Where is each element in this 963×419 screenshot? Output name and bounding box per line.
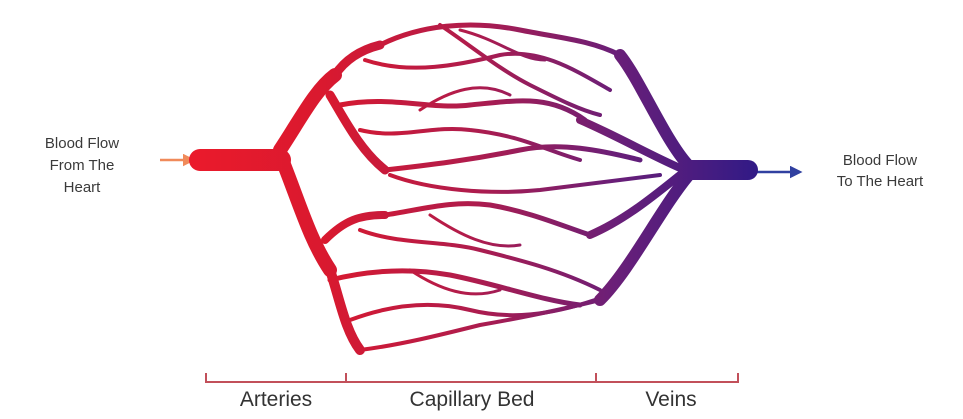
vein-branch (600, 176, 688, 300)
capillary (330, 271, 580, 305)
inflow-label-line: Blood Flow (4, 133, 160, 155)
inflow-label-line: From The (4, 155, 160, 177)
vein-branch (620, 55, 688, 165)
capillary (380, 25, 620, 55)
arteries-bracket (206, 373, 346, 382)
capillary (385, 147, 640, 170)
inflow-label-line: Heart (4, 177, 160, 199)
artery-branch (283, 162, 330, 270)
artery-branch (335, 45, 380, 75)
veins-bracket (596, 373, 738, 382)
outflow-label: Blood Flow To The Heart (800, 150, 960, 192)
artery-branch (330, 270, 360, 350)
outflow-label-line: To The Heart (800, 171, 960, 192)
arteries-label: Arteries (206, 388, 346, 412)
capillary-bed-label: Capillary Bed (352, 388, 592, 412)
capillary (390, 175, 660, 192)
artery-branch (280, 75, 335, 150)
capillary (385, 204, 590, 235)
capillary (340, 101, 585, 120)
capillary-bed-bracket (346, 373, 596, 382)
veins-label: Veins (598, 388, 744, 412)
capillary (430, 215, 520, 246)
inflow-label: Blood Flow From The Heart (4, 133, 160, 199)
outflow-label-line: Blood Flow (800, 150, 960, 171)
